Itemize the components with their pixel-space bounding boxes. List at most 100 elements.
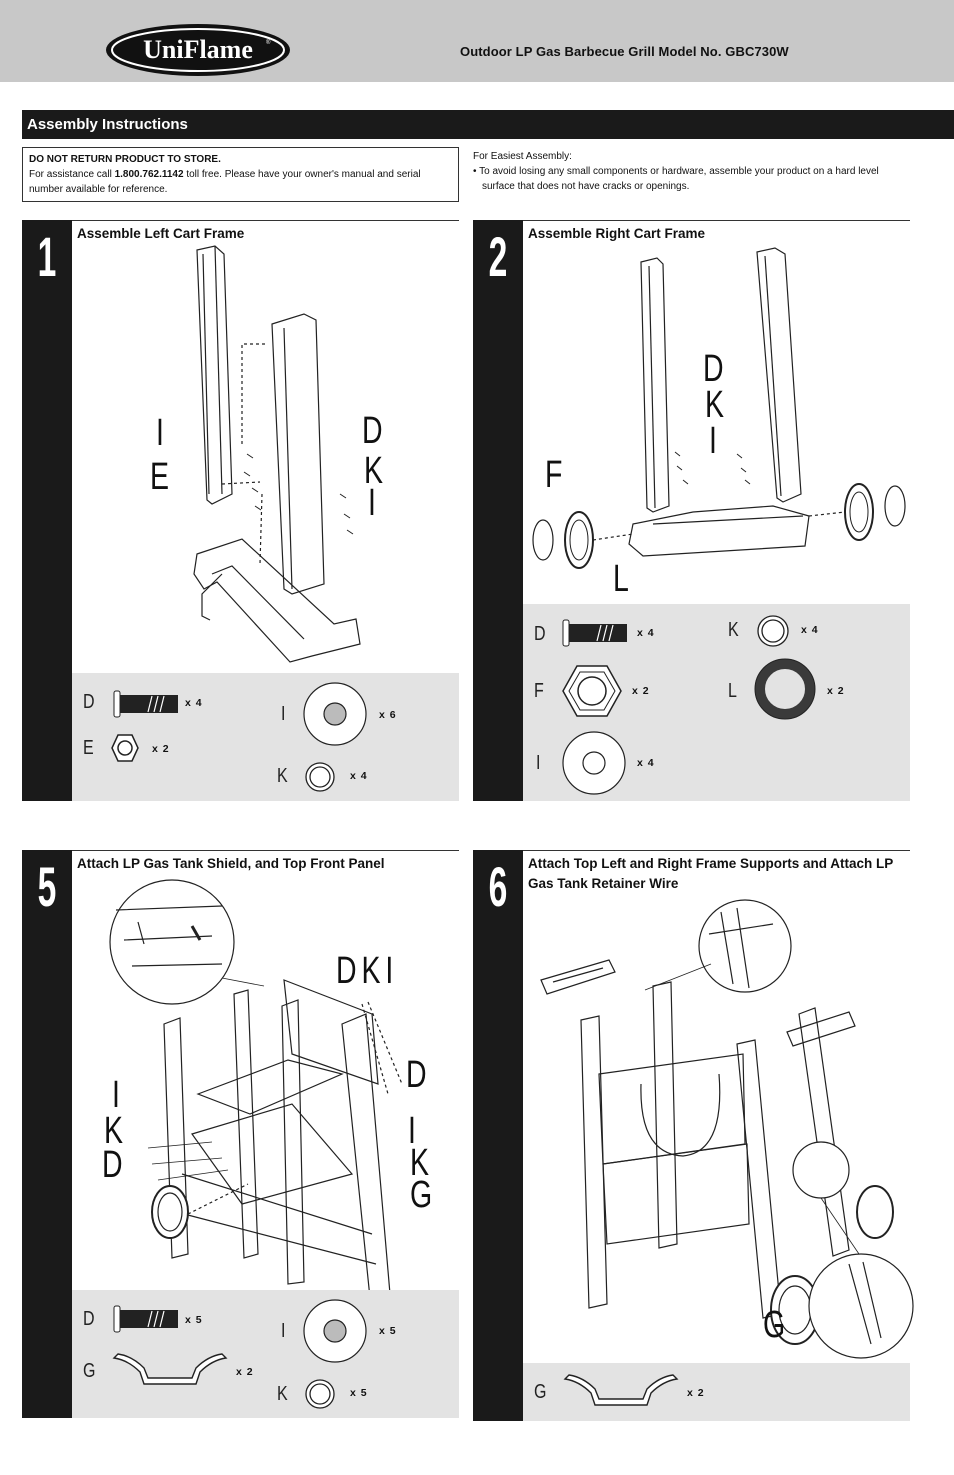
uniflame-logo: UniFlame ® [106, 24, 290, 76]
part-qty-G: x 2 [687, 1387, 705, 1399]
part-qty-F: x 2 [632, 685, 650, 697]
callout-I: I [709, 420, 717, 462]
callout-G: G [410, 1174, 433, 1216]
title-rule [72, 850, 459, 851]
part-qty-D: x 4 [637, 627, 655, 639]
part-qty-D: x 5 [185, 1314, 203, 1326]
step-number: 5 [37, 855, 57, 918]
callout-K-left: K [104, 1110, 124, 1152]
part-label-I: I [536, 752, 541, 774]
step-title: Attach Top Left and Right Frame Supports… [528, 856, 894, 891]
wire-clip-icon [563, 1374, 679, 1406]
part-qty-L: x 2 [827, 685, 845, 697]
part-label-G: G [534, 1381, 547, 1403]
part-label-K: K [277, 765, 288, 787]
callout-D: D [703, 348, 724, 390]
callout-I-2: I [368, 482, 376, 524]
callout-I-1: I [156, 412, 164, 454]
easiest-assembly-heading: For Easiest Assembly: [473, 151, 572, 162]
callout-K: K [364, 450, 384, 492]
title-rule [523, 850, 910, 851]
part-qty-K: x 4 [801, 624, 819, 636]
hardware-panel: D x 4 K x 4 F x 2 L x 2 I [523, 604, 910, 801]
easiest-assembly-bullet: • To avoid losing any small components o… [473, 166, 879, 192]
callout-G: G [763, 1304, 786, 1346]
title-rule [523, 220, 910, 221]
part-qty-K: x 4 [350, 770, 368, 782]
part-label-L: L [728, 680, 737, 702]
return-notice-box: DO NOT RETURN PRODUCT TO STORE. For assi… [22, 147, 459, 202]
hardware-panel: D x 5 G x 2 I x 5 K x 5 [72, 1290, 459, 1418]
callout-D-right: D [406, 1054, 427, 1096]
step-title: Assemble Left Cart Frame [77, 226, 245, 241]
part-qty-I: x 4 [637, 757, 655, 769]
bolt-icon [113, 690, 178, 718]
callout-L: L [613, 558, 629, 600]
part-qty-G: x 2 [236, 1366, 254, 1378]
hex-nut-icon [562, 665, 622, 717]
step-number: 1 [37, 225, 57, 288]
large-washer-icon [303, 682, 367, 746]
part-label-K: K [728, 619, 739, 641]
part-label-D: D [83, 1308, 95, 1330]
callout-E: E [150, 456, 170, 498]
wire-clip-icon [112, 1353, 228, 1385]
product-model-title: Outdoor LP Gas Barbecue Grill Model No. … [460, 44, 789, 59]
callout-D-left: D [102, 1144, 123, 1186]
step-number-column: 5 [22, 850, 72, 1418]
step-1-panel: 1 Assemble Left Cart Frame I E D K I D [22, 220, 459, 801]
bolt-icon [113, 1305, 178, 1333]
phone-number: 1.800.762.1142 [114, 169, 184, 180]
lock-washer-icon [305, 1379, 335, 1409]
part-label-D: D [534, 623, 546, 645]
callout-DKI: D K I [336, 950, 394, 992]
assistance-text-after: toll free. Please have your owner's manu… [29, 169, 421, 195]
step-6-panel: 6 Attach Top Left and Right Frame Suppor… [473, 850, 914, 1421]
part-label-I: I [281, 703, 286, 725]
tank-shield-diagram [109, 879, 403, 1299]
part-qty-E: x 2 [152, 743, 170, 755]
large-washer-icon [303, 1299, 367, 1363]
easiest-assembly-note: For Easiest Assembly: • To avoid losing … [473, 149, 913, 194]
step-number: 6 [488, 855, 508, 918]
part-label-F: F [534, 680, 544, 702]
hardware-panel: G x 2 [523, 1363, 910, 1421]
large-washer-icon [562, 731, 626, 795]
return-warning: DO NOT RETURN PRODUCT TO STORE. [29, 154, 221, 165]
part-qty-I: x 5 [379, 1325, 397, 1337]
assistance-text-before: For assistance call [29, 169, 115, 180]
part-label-E: E [83, 737, 94, 759]
left-cart-frame-diagram [193, 245, 361, 663]
lock-washer-icon [757, 615, 789, 647]
svg-text:UniFlame: UniFlame [143, 35, 253, 64]
step-number-column: 1 [22, 220, 72, 801]
callout-K: K [705, 384, 725, 426]
frame-supports-diagram [540, 899, 914, 1359]
callout-I-right: I [408, 1110, 416, 1152]
part-qty-D: x 4 [185, 697, 203, 709]
callout-F: F [545, 454, 563, 496]
part-label-G: G [83, 1360, 96, 1382]
part-label-K: K [277, 1383, 288, 1405]
part-qty-I: x 6 [379, 709, 397, 721]
step-title: Attach LP Gas Tank Shield, and Top Front… [77, 856, 385, 871]
callout-K-right: K [410, 1142, 430, 1184]
lock-washer-icon [305, 762, 335, 792]
step-number: 2 [488, 225, 508, 288]
hardware-panel: D x 4 E x 2 I x 6 K x 4 [72, 673, 459, 801]
title-rule [72, 220, 459, 221]
part-label-D: D [83, 691, 95, 713]
part-qty-K: x 5 [350, 1387, 368, 1399]
step-number-column: 6 [473, 850, 523, 1421]
callout-D: D [362, 410, 383, 452]
step-2-panel: 2 Assemble Right Cart Frame D K I F L D [473, 220, 910, 801]
section-header: Assembly Instructions [22, 110, 954, 139]
step-title: Assemble Right Cart Frame [528, 226, 706, 241]
page-header: UniFlame ® Outdoor LP Gas Barbecue Grill… [0, 0, 954, 82]
svg-text:®: ® [266, 39, 271, 46]
bolt-icon [562, 619, 627, 647]
step-number-column: 2 [473, 220, 523, 801]
rubber-washer-icon [754, 658, 816, 720]
step-5-panel: 5 Attach LP Gas Tank Shield, and Top Fro… [22, 850, 459, 1418]
part-label-I: I [281, 1320, 286, 1342]
